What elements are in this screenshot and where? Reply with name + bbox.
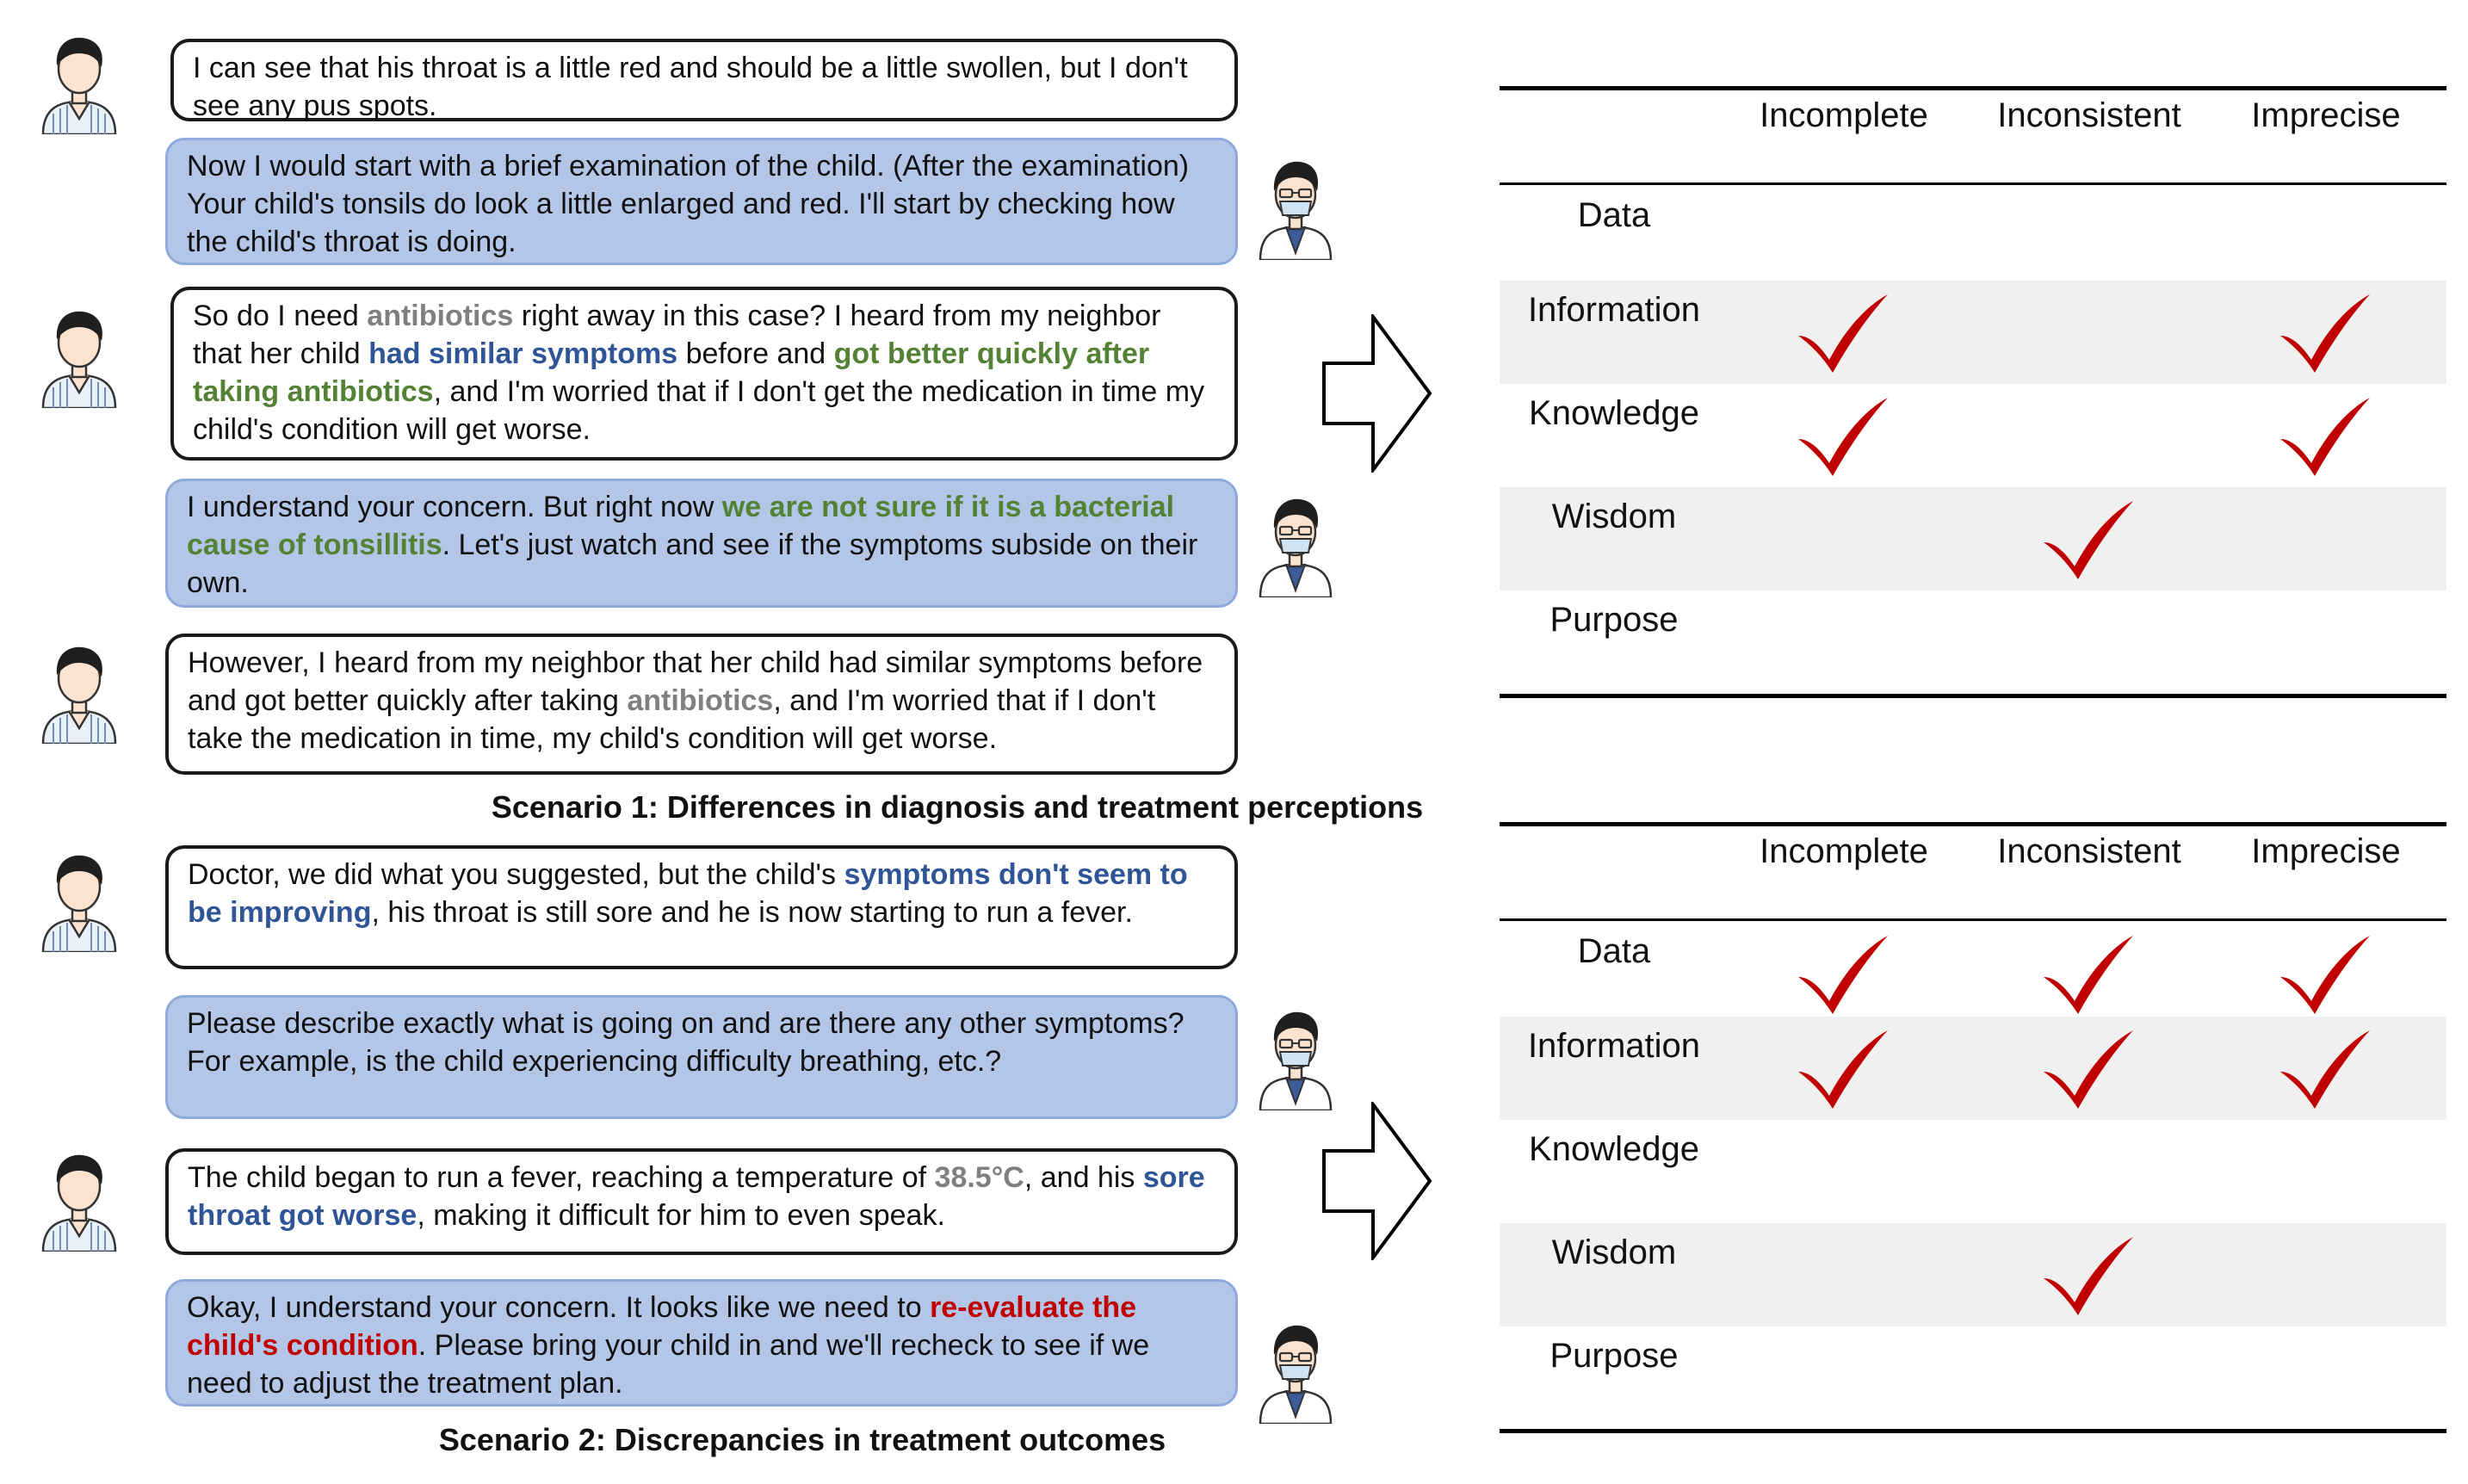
message-text: I understand your concern. But right now [187, 491, 722, 523]
check-mark-icon [2042, 1235, 2137, 1317]
column-header: Imprecise [2251, 832, 2401, 870]
message-text: Doctor, we did what you suggested, but t… [188, 858, 844, 891]
doctor-avatar-icon [1257, 1004, 1334, 1115]
row-label: Knowledge [1529, 394, 1699, 432]
message-text: , and I'm worried that if I don't get th… [193, 375, 1205, 446]
check-mark-icon [2042, 499, 2137, 581]
check-mark-icon [2279, 396, 2373, 478]
column-header: Imprecise [2251, 96, 2401, 134]
table-header-rule [1500, 918, 2446, 921]
right-arrow-icon [1321, 1098, 1433, 1264]
patient-message: Doctor, we did what you suggested, but t… [165, 845, 1238, 969]
check-mark-icon [2279, 293, 2373, 374]
doctor-avatar-icon [1257, 153, 1334, 264]
highlighted-text: re-evaluate the child's condition [187, 1291, 1137, 1362]
patient-avatar-icon [36, 28, 122, 139]
row-label: Purpose [1549, 601, 1679, 639]
column-header: Inconsistent [1997, 96, 2181, 134]
doctor-message: I understand your concern. But right now… [165, 479, 1238, 608]
doctor-message: Please describe exactly what is going on… [165, 995, 1238, 1119]
table-top-rule [1500, 86, 2446, 90]
row-shading [1500, 487, 2446, 591]
doctor-avatar-icon [1257, 491, 1334, 602]
doctor-avatar-icon [1257, 1317, 1334, 1428]
patient-message: So do I need antibiotics right away in t… [170, 287, 1238, 461]
scenario-caption: Scenario 1: Differences in diagnosis and… [491, 789, 1424, 825]
check-mark-icon [2279, 934, 2373, 1016]
message-text: I can see that his throat is a little re… [193, 52, 1188, 122]
row-shading [1500, 1223, 2446, 1326]
row-shading [1500, 1017, 2446, 1120]
patient-message: The child began to run a fever, reaching… [165, 1148, 1238, 1255]
message-text: The child began to run a fever, reaching… [188, 1161, 935, 1194]
message-text: , and I'm worried that if I don't take t… [188, 684, 1156, 755]
highlighted-text: got better quickly after taking antibiot… [193, 337, 1150, 408]
doctor-message: Okay, I understand your concern. It look… [165, 1279, 1238, 1407]
row-label: Information [1527, 291, 1701, 329]
doctor-message: Now I would start with a brief examinati… [165, 138, 1238, 265]
check-mark-icon [2042, 1029, 2137, 1110]
message-text: , making it difficult for him to even sp… [417, 1199, 945, 1232]
message-text: right away in this case? I heard from my… [193, 300, 1161, 370]
message-text: . Let's just watch and see if the sympto… [187, 529, 1198, 599]
highlighted-text: had similar symptoms [368, 337, 678, 370]
highlighted-text: antibiotics [627, 684, 774, 717]
table-bottom-rule [1500, 694, 2446, 698]
message-text: , his throat is still sore and he is now… [371, 896, 1133, 929]
scenario-caption: Scenario 2: Discrepancies in treatment o… [438, 1422, 1166, 1457]
column-header: Inconsistent [1997, 832, 2181, 870]
check-mark-icon [2042, 934, 2137, 1016]
check-mark-icon [1797, 934, 1891, 1016]
check-mark-icon [2279, 1029, 2373, 1110]
row-label: Wisdom [1551, 498, 1677, 535]
table-top-rule [1500, 822, 2446, 826]
patient-avatar-icon [36, 1145, 122, 1256]
message-text: . Please bring your child in and we'll r… [187, 1329, 1150, 1400]
table-header-rule [1500, 182, 2446, 185]
highlighted-text: symptoms don't seem to be improving [188, 858, 1188, 929]
highlighted-text: we are not sure if it is a bacterial cau… [187, 491, 1175, 561]
row-label: Purpose [1549, 1337, 1679, 1375]
message-text: So do I need [193, 300, 368, 332]
highlighted-text: sore throat got worse [188, 1161, 1205, 1232]
check-mark-icon [1797, 293, 1891, 374]
row-label: Knowledge [1529, 1130, 1699, 1168]
check-mark-icon [1797, 396, 1891, 478]
row-shading [1500, 281, 2446, 384]
message-text: Please describe exactly what is going on… [187, 1007, 1185, 1078]
row-label: Wisdom [1551, 1234, 1677, 1271]
patient-message: However, I heard from my neighbor that h… [165, 634, 1238, 775]
message-text: Now I would start with a brief examinati… [187, 150, 1190, 258]
right-arrow-icon [1321, 311, 1433, 477]
row-label: Data [1577, 932, 1651, 970]
patient-avatar-icon [36, 637, 122, 748]
message-text: However, I heard from my neighbor that h… [188, 646, 1203, 717]
message-text: Okay, I understand your concern. It look… [187, 1291, 931, 1324]
check-mark-icon [1797, 1029, 1891, 1110]
column-header: Incomplete [1760, 832, 1928, 870]
message-text: before and [677, 337, 834, 370]
patient-avatar-icon [36, 301, 122, 412]
row-label: Data [1577, 196, 1651, 234]
row-label: Information [1527, 1027, 1701, 1065]
column-header: Incomplete [1760, 96, 1928, 134]
patient-avatar-icon [36, 845, 122, 956]
table-bottom-rule [1500, 1429, 2446, 1433]
highlighted-text: antibiotics [367, 300, 514, 332]
patient-message: I can see that his throat is a little re… [170, 39, 1238, 122]
highlighted-text: 38.5°C [934, 1161, 1024, 1194]
message-text: , and his [1024, 1161, 1143, 1194]
